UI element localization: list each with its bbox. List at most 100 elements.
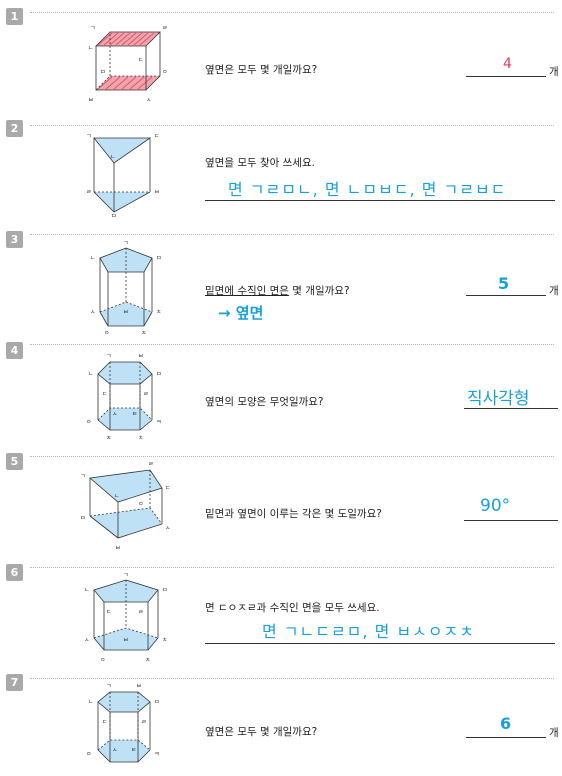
svg-text:ㅁ: ㅁ — [156, 371, 162, 378]
svg-text:ㅂ: ㅂ — [115, 545, 121, 552]
problem-number: 6 — [6, 564, 23, 581]
svg-text:ㄷ: ㄷ — [102, 391, 108, 398]
unit-label: 개 — [549, 285, 559, 297]
svg-text:ㄱ: ㄱ — [80, 473, 86, 480]
svg-text:ㄴ: ㄴ — [88, 699, 94, 706]
svg-text:ㅁ: ㅁ — [154, 699, 160, 706]
answer-text: 직사각형 — [467, 389, 530, 409]
svg-text:ㄴ: ㄴ — [84, 587, 90, 594]
triangular-prism-figure: ㄱ ㄷ ㄴ ㄹ ㅂ ㅁ — [86, 133, 160, 218]
svg-text:ㄴ: ㄴ — [90, 255, 96, 262]
separator — [30, 567, 554, 568]
svg-text:ㅈ: ㅈ — [141, 330, 147, 337]
svg-text:ㅇ: ㅇ — [162, 69, 168, 76]
svg-text:ㅇ: ㅇ — [100, 657, 106, 664]
answer-text: 90° — [480, 496, 511, 516]
svg-text:ㅂ: ㅂ — [138, 353, 144, 360]
answer-line — [464, 408, 558, 409]
svg-text:ㄱ: ㄱ — [106, 683, 112, 690]
svg-text:ㄹ: ㄹ — [162, 25, 168, 32]
svg-text:ㅂ: ㅂ — [123, 309, 129, 316]
svg-text:ㅁ: ㅁ — [100, 69, 106, 76]
answer-line — [205, 200, 555, 201]
separator — [30, 456, 554, 457]
answer-line — [205, 643, 555, 644]
svg-text:ㄷ: ㄷ — [102, 719, 108, 726]
question-text: 밑면에 수직인 면은 몇 개일까요? — [205, 283, 350, 298]
svg-text:ㅊ: ㅊ — [138, 435, 144, 442]
hexagonal-prism-figure-2: ㄱ ㅂ ㄴ ㅁ ㄷ ㄹ ㅅ ㅌ ㅇ ㅋ — [86, 683, 160, 763]
question-text: 옆면은 모두 몇 개일까요? — [205, 64, 318, 76]
svg-text:ㅊ: ㅊ — [162, 637, 168, 644]
svg-text:ㄹ: ㄹ — [148, 461, 154, 468]
svg-text:ㅁ: ㅁ — [156, 255, 162, 262]
svg-text:ㄹ: ㄹ — [138, 609, 144, 616]
question-text: 옆면의 모양은 무엇일까요? — [205, 396, 324, 408]
unit-label: 개 — [549, 727, 559, 739]
svg-text:ㅅ: ㅅ — [165, 525, 171, 532]
svg-text:ㅂ: ㅂ — [88, 97, 94, 104]
svg-text:ㅈ: ㅈ — [106, 435, 112, 442]
svg-text:ㅁ: ㅁ — [80, 515, 86, 522]
pentagonal-prism-figure-2: ㄱ ㄴ ㅁ ㄷ ㄹ ㅅ ㅂ ㅊ ㅇ ㅈ — [84, 572, 168, 664]
svg-text:ㅋ: ㅋ — [156, 419, 162, 426]
svg-text:ㅂ: ㅂ — [136, 683, 142, 690]
answer-line — [466, 295, 546, 296]
answer-text: 6 — [500, 714, 512, 733]
svg-text:ㄱ: ㄱ — [106, 353, 112, 360]
separator — [30, 234, 554, 235]
separator — [30, 12, 554, 13]
svg-text:ㄷ: ㄷ — [106, 609, 112, 616]
svg-text:ㅌ: ㅌ — [131, 747, 137, 754]
answer-text: 면 ㄱㄴㄷㄹㅁ, 면 ㅂㅅㅇㅈㅊ — [262, 622, 475, 641]
svg-text:ㅁ: ㅁ — [111, 213, 117, 218]
problem-number: 4 — [6, 342, 23, 359]
svg-text:ㄱ: ㄱ — [86, 133, 92, 140]
svg-text:ㄱ: ㄱ — [123, 240, 129, 247]
note-text: → 옆면 — [218, 304, 264, 322]
question-underlined: 밑면에 수직인 면은 — [205, 285, 289, 297]
separator — [30, 125, 554, 126]
svg-text:ㅊ: ㅊ — [156, 309, 162, 316]
svg-text:ㄹ: ㄹ — [143, 391, 149, 398]
problem-number: 7 — [6, 674, 23, 691]
problem-number: 2 — [6, 120, 23, 137]
problem-number: 3 — [6, 231, 23, 248]
svg-text:ㄱ: ㄱ — [123, 572, 129, 579]
svg-text:ㅇ: ㅇ — [104, 330, 110, 337]
svg-text:ㅅ: ㅅ — [84, 637, 90, 644]
svg-text:ㄹ: ㄹ — [86, 189, 92, 196]
svg-text:ㄷ: ㄷ — [138, 57, 144, 64]
svg-text:ㄴ: ㄴ — [114, 493, 120, 500]
svg-text:ㅇ: ㅇ — [86, 419, 92, 426]
svg-text:ㅈ: ㅈ — [145, 657, 151, 664]
question-rest: 몇 개일까요? — [288, 285, 350, 297]
svg-text:ㅅ: ㅅ — [146, 97, 152, 104]
svg-text:ㅇ: ㅇ — [138, 501, 144, 508]
svg-text:ㄴ: ㄴ — [110, 154, 116, 161]
unit-label: 개 — [549, 66, 559, 78]
svg-text:ㄱ: ㄱ — [90, 25, 96, 32]
answer-text: 면 ㄱㄹㅁㄴ, 면 ㄴㅁㅂㄷ, 면 ㄱㄹㅂㄷ — [228, 180, 507, 199]
answer-line — [466, 76, 546, 77]
question-text: 면 ㄷㅇㅈㄹ과 수직인 면을 모두 쓰세요. — [205, 602, 380, 614]
problem-number: 1 — [6, 8, 23, 25]
answer-line — [464, 520, 558, 521]
separator — [30, 678, 554, 679]
svg-text:ㅅ: ㅅ — [90, 309, 96, 316]
svg-text:ㅇ: ㅇ — [86, 751, 92, 758]
svg-text:ㅅ: ㅅ — [112, 747, 118, 754]
question-text: 밑면과 옆면이 이루는 각은 몇 도일까요? — [205, 508, 382, 520]
problem-number: 5 — [6, 453, 23, 470]
cube-figure: ㄱ ㄹ ㄴ ㅁ ㄷ ㅇ ㅂ ㅅ — [88, 25, 168, 104]
svg-text:ㅂ: ㅂ — [123, 637, 129, 644]
svg-text:ㅋ: ㅋ — [154, 751, 160, 758]
svg-text:ㅅ: ㅅ — [112, 411, 118, 418]
hexagonal-prism-figure: ㄱ ㅂ ㄴ ㅁ ㄷ ㄹ ㅅ ㅌ ㅇ ㅋ ㅈ ㅊ — [86, 353, 162, 442]
svg-text:ㅂ: ㅂ — [154, 189, 160, 196]
question-text: 옆면을 모두 찾아 쓰세요. — [205, 157, 315, 169]
svg-text:ㅁ: ㅁ — [162, 587, 168, 594]
svg-text:ㄷ: ㄷ — [154, 133, 160, 140]
svg-text:ㄷ: ㄷ — [165, 485, 171, 492]
triangular-prism-tilted-figure: ㄹ ㄱ ㄷ ㄴ ㅇ ㅁ ㅅ ㅂ — [80, 461, 171, 552]
